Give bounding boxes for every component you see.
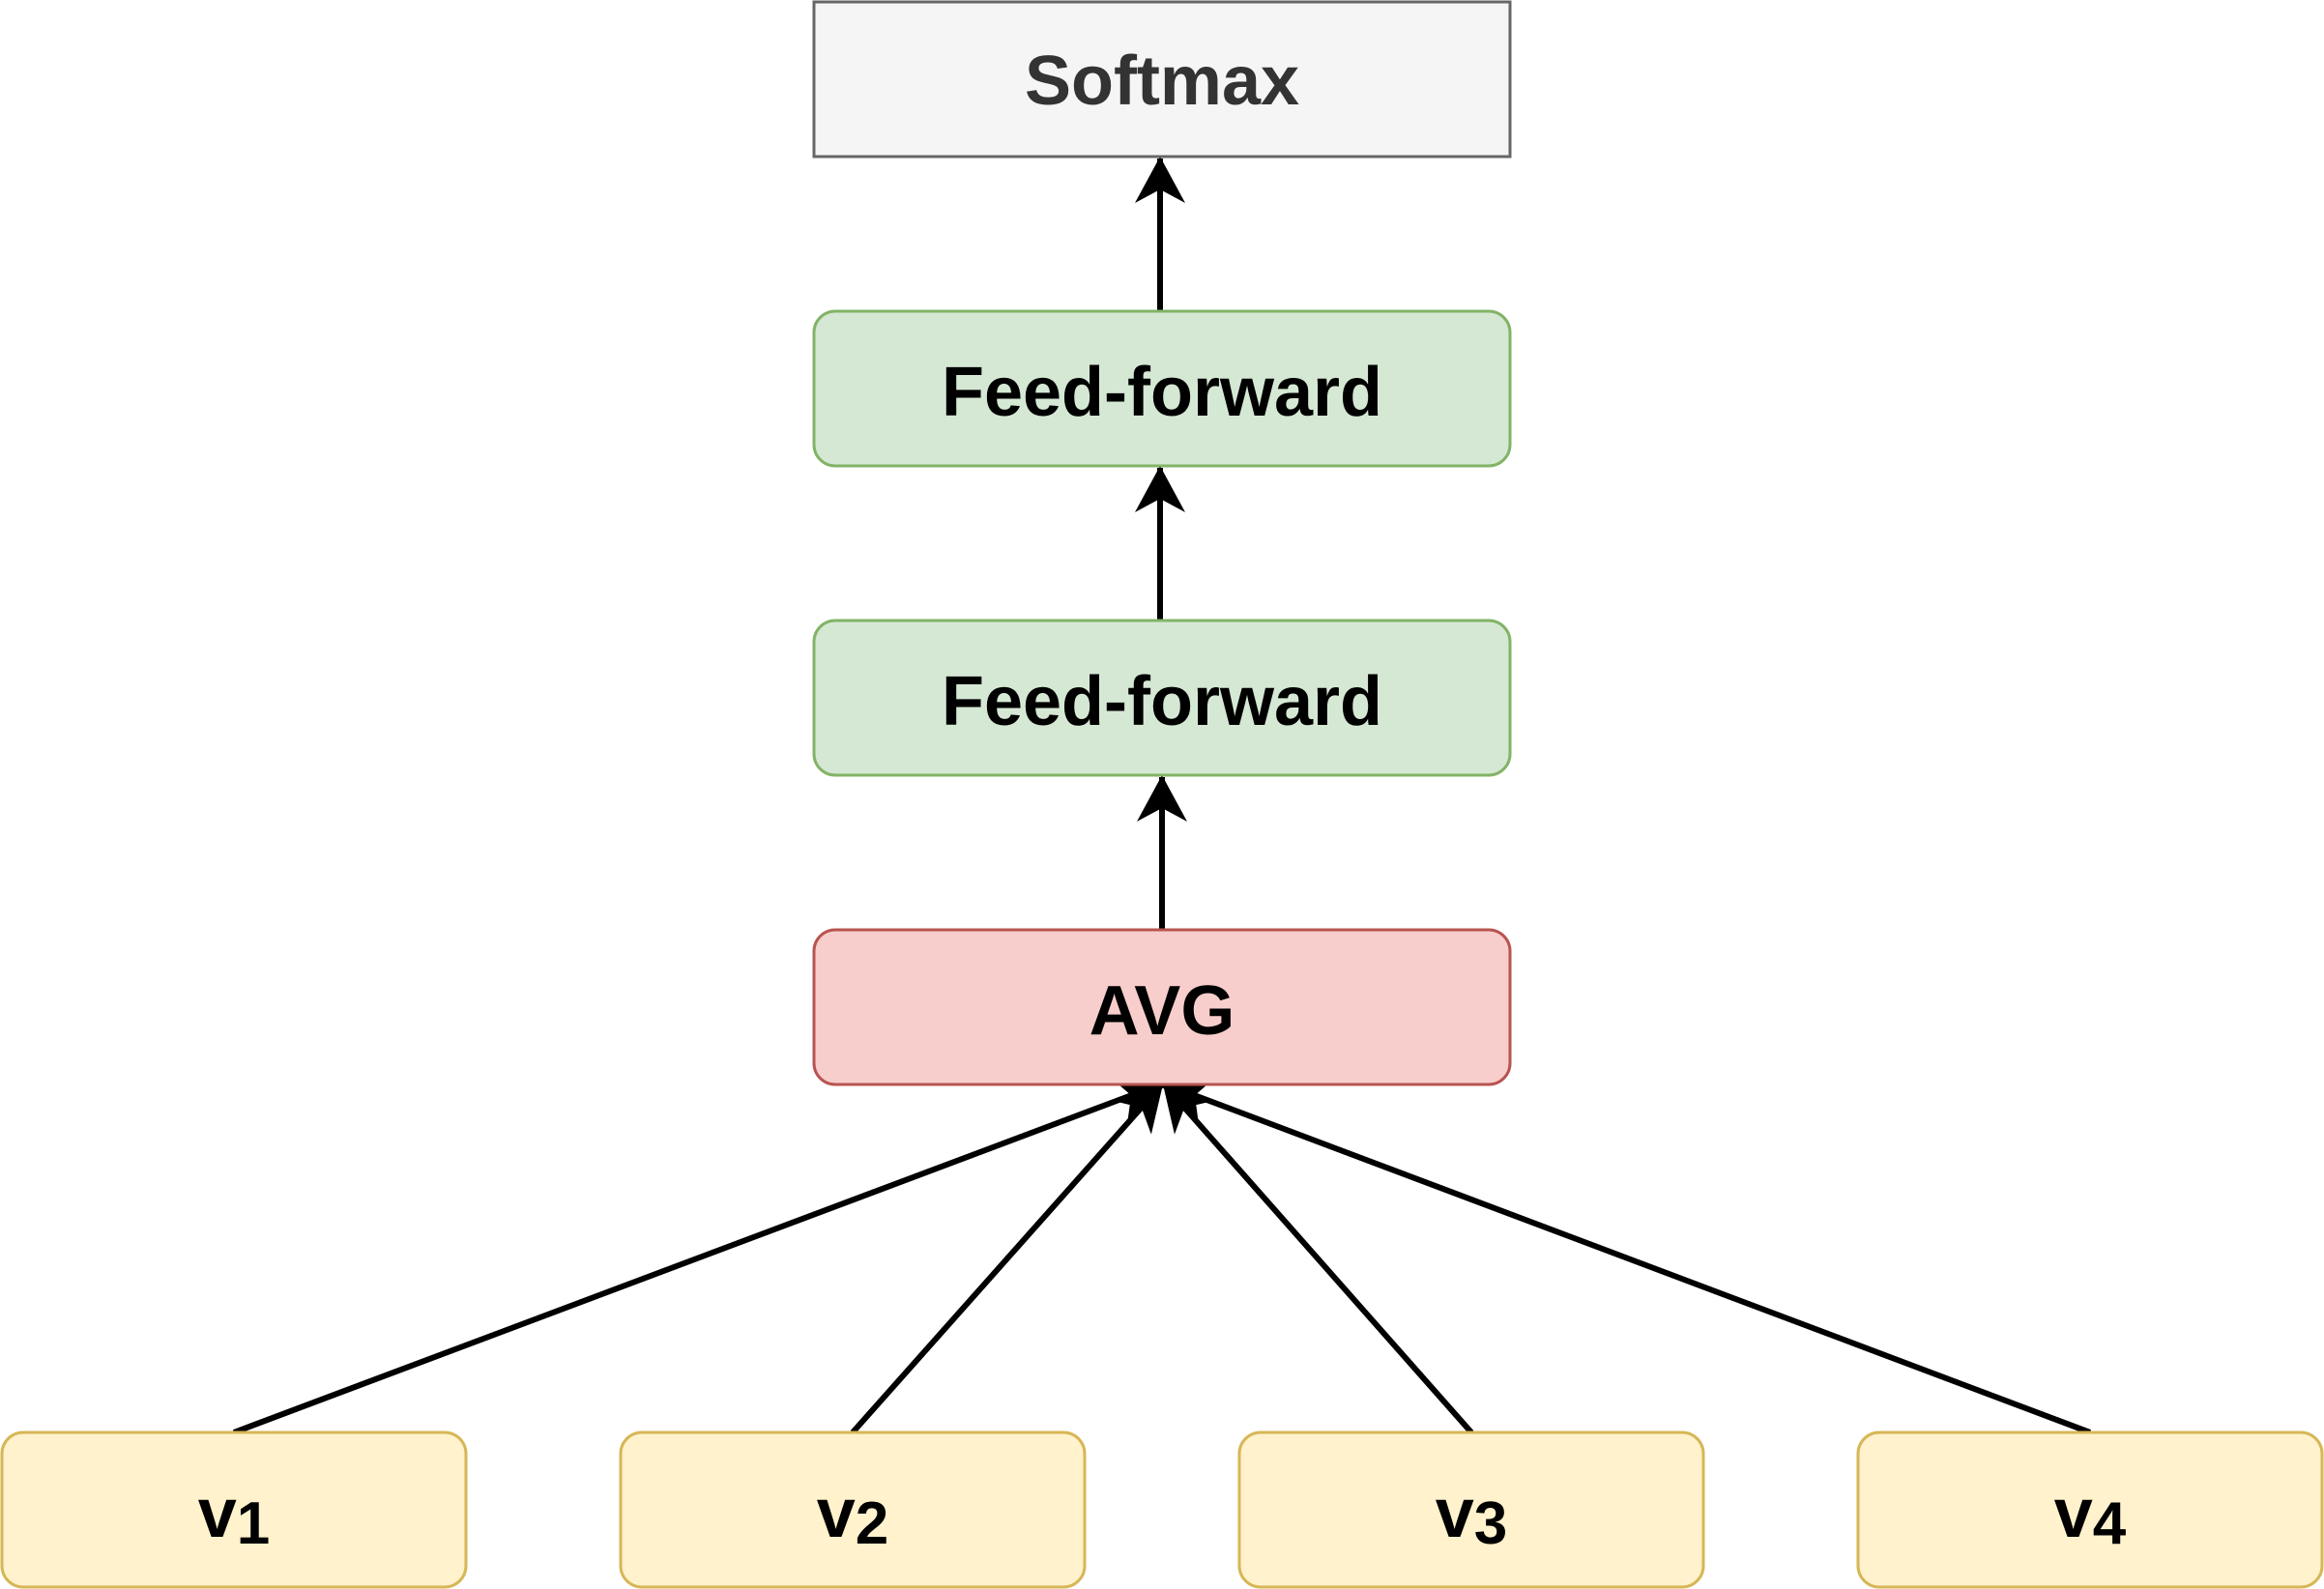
- edges: [232, 157, 2092, 1435]
- feed-forward-top-box: [812, 309, 1512, 468]
- avg-label: AVG: [1089, 972, 1235, 1050]
- feed-forward-bottom-node: Feed-forward: [812, 619, 1512, 777]
- avg-node: AVG: [812, 928, 1512, 1086]
- avg-box: [812, 928, 1512, 1086]
- input-node-v1: v1: [0, 1430, 468, 1589]
- input-base-v2: v: [817, 1475, 856, 1552]
- input-label-v3: v3: [1436, 1475, 1508, 1557]
- softmax-node: Softmax: [812, 0, 1512, 159]
- input-node-v2: v2: [619, 1430, 1087, 1589]
- input-label-v1: v1: [198, 1475, 271, 1557]
- input-sub-v4: 4: [2093, 1490, 2127, 1557]
- input-base-v1: v: [198, 1475, 237, 1552]
- input-label-v2: v2: [817, 1475, 889, 1557]
- edge-v2-to-avg: [850, 1083, 1165, 1434]
- input-sub-v2: 2: [856, 1490, 888, 1557]
- feed-forward-bottom-box: [812, 619, 1512, 777]
- input-label-v4: v4: [2054, 1475, 2127, 1557]
- softmax-box: [812, 0, 1512, 159]
- input-base-v3: v: [1436, 1475, 1474, 1552]
- edge-v1-to-avg: [232, 1076, 1162, 1435]
- input-sub-v1: 1: [237, 1490, 270, 1557]
- input-base-v4: v: [2054, 1475, 2093, 1552]
- feed-forward-top-label: Feed-forward: [942, 354, 1382, 431]
- input-node-v3: v3: [1237, 1430, 1705, 1589]
- input-node-v4: v4: [1856, 1430, 2324, 1589]
- feed-forward-bottom-label: Feed-forward: [942, 663, 1382, 740]
- input-box-v3: [1237, 1430, 1705, 1589]
- input-sub-v3: 3: [1474, 1490, 1507, 1557]
- edge-v3-to-avg: [1161, 1083, 1474, 1434]
- input-box-v1: [0, 1430, 468, 1589]
- input-box-v4: [1856, 1430, 2324, 1589]
- input-box-v2: [619, 1430, 1087, 1589]
- softmax-label: Softmax: [1025, 43, 1299, 120]
- feed-forward-top-node: Feed-forward: [812, 309, 1512, 468]
- edge-v4-to-avg: [1164, 1076, 2092, 1435]
